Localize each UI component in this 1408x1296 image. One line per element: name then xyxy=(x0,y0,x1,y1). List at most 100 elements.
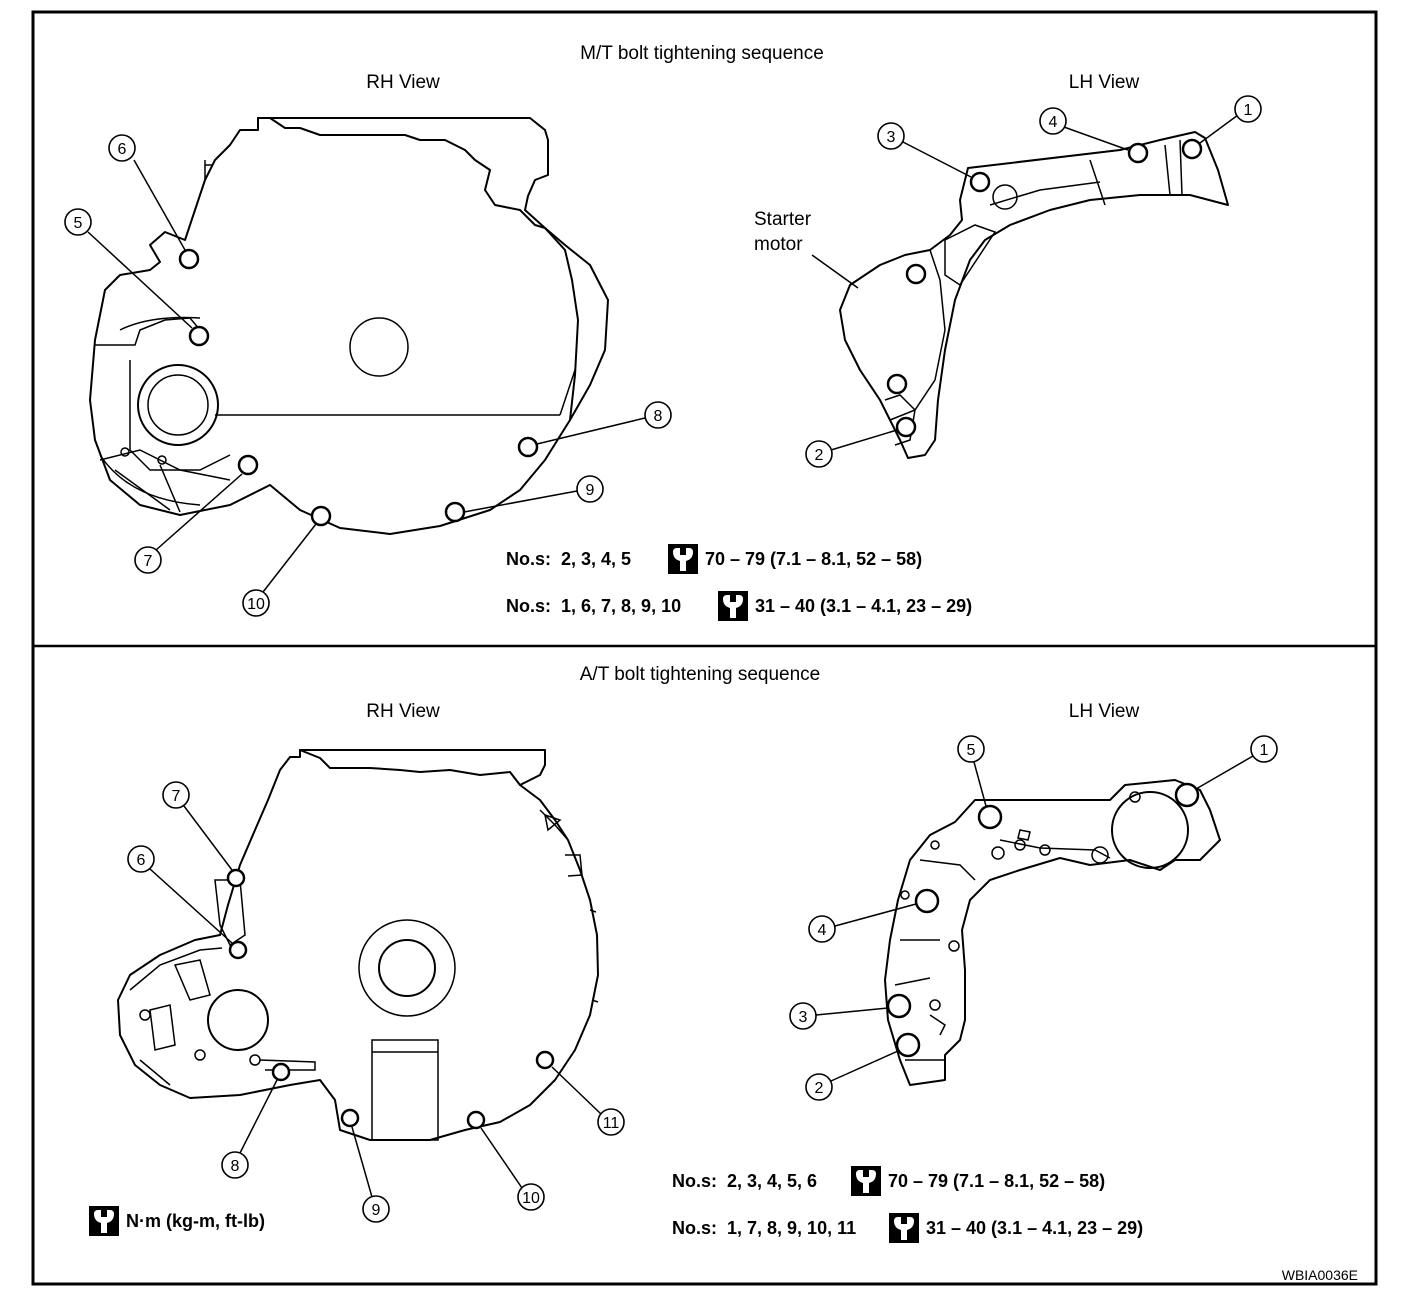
legend-unit: N·m (kg-m, ft-lb) xyxy=(126,1211,265,1231)
torque-wrench-icon xyxy=(668,544,698,574)
at-spec1-torque: 70 – 79 (7.1 – 8.1, 52 – 58) xyxy=(888,1171,1105,1191)
mt-rh-housing xyxy=(89,117,609,535)
mt-rh-callout-9-label: 9 xyxy=(586,482,595,499)
at-rh-bolts xyxy=(226,868,555,1130)
at-rh-callout-6-label: 6 xyxy=(137,852,146,869)
mt-lh-callout-1-label: 1 xyxy=(1244,102,1253,119)
at-rh-callout-7-label: 7 xyxy=(172,788,181,805)
outer-frame xyxy=(31,10,1378,1286)
at-rh-callout-7 xyxy=(162,781,190,809)
mt-rh-callout-10-label: 10 xyxy=(247,596,265,613)
mt-rh-callout-8 xyxy=(644,401,672,429)
at-rh-callout-11-label: 11 xyxy=(603,1115,620,1132)
at-lh-bolts xyxy=(886,782,1200,1058)
at-rh-bolt-6 xyxy=(228,940,248,960)
at-lh-callout-3 xyxy=(789,1002,817,1030)
at-rh-callout-8-label: 8 xyxy=(231,1158,240,1175)
mt-rh-bolt-8 xyxy=(517,436,539,458)
torque-wrench-icon xyxy=(889,1213,919,1243)
at-rh-callout-6 xyxy=(127,845,155,873)
mt-spec2-torque: 31 – 40 (3.1 – 4.1, 23 – 29) xyxy=(755,596,972,616)
mt-rh-callout-8-label: 8 xyxy=(654,408,663,425)
mt-lh-bolt-1 xyxy=(1181,138,1203,160)
at-rh-bolt-8 xyxy=(271,1062,291,1082)
mt-rh-bolt-10 xyxy=(310,505,332,527)
mt-rh-callout-9 xyxy=(576,475,604,503)
mt-title: M/T bolt tightening sequence xyxy=(580,43,824,64)
at-lh-bolt-4 xyxy=(914,888,940,914)
at-lh-callout-5-label: 5 xyxy=(967,742,976,759)
at-rh-view-label: RH View xyxy=(366,701,440,722)
at-rh-callouts: 7 6 8 9 10 11 xyxy=(127,781,625,1223)
mt-lh-view-label: LH View xyxy=(1069,72,1140,93)
mt-lh-bolt-3 xyxy=(969,171,991,193)
at-lh-callout-2 xyxy=(805,1073,833,1101)
mt-rh-callout-7-label: 7 xyxy=(144,553,153,570)
mt-starter-leader xyxy=(811,254,859,289)
at-lh-bolt-2 xyxy=(895,1032,921,1058)
at-rh-housing xyxy=(117,749,599,1141)
mt-lh-callout-3-label: 3 xyxy=(887,129,896,146)
at-lh-bolt-3 xyxy=(886,993,912,1019)
at-lh-callout-4-label: 4 xyxy=(818,922,827,939)
at-lh-callout-1 xyxy=(1250,735,1278,763)
mt-rh-callout-6 xyxy=(108,134,136,162)
at-lh-bolt-5 xyxy=(977,804,1003,830)
mt-lh-housing xyxy=(839,131,1229,459)
at-title: A/T bolt tightening sequence xyxy=(580,664,821,685)
at-rh-bolt-11 xyxy=(535,1050,555,1070)
at-rh-callout-10-label: 10 xyxy=(522,1190,540,1207)
at-lh-bolt-1 xyxy=(1174,782,1200,808)
mt-lh-callout-2 xyxy=(805,440,833,468)
mt-starter-label-line2: motor xyxy=(754,234,803,255)
mt-lh-callout-3 xyxy=(877,122,905,150)
torque-wrench-icon xyxy=(718,591,748,621)
mt-rh-bolts xyxy=(178,248,539,527)
mt-lh-callout-4 xyxy=(1039,107,1067,135)
mt-lh-bolt-4 xyxy=(1127,142,1149,164)
at-rh-callout-10 xyxy=(517,1183,545,1211)
at-lh-callout-4 xyxy=(808,915,836,943)
mt-rh-callout-5 xyxy=(64,208,92,236)
mt-rh-bolt-5 xyxy=(188,325,210,347)
figure-code: WBIA0036E xyxy=(1282,1267,1358,1283)
mt-rh-bolt-7 xyxy=(237,454,259,476)
mt-lh-bolt-extra-1 xyxy=(905,263,927,285)
at-lh-callout-1-label: 1 xyxy=(1260,742,1269,759)
at-lh-view-label: LH View xyxy=(1069,701,1140,722)
at-lh-callouts: 5 1 4 3 2 xyxy=(789,735,1278,1101)
mt-rh-view-label: RH View xyxy=(366,72,440,93)
mt-rh-bolt-6 xyxy=(178,248,200,270)
mt-lh-bolt-extra-2 xyxy=(886,373,908,395)
at-lh-callout-3-label: 3 xyxy=(799,1009,808,1026)
mt-lh-callout-1 xyxy=(1234,95,1262,123)
at-rh-callout-9-label: 9 xyxy=(372,1202,381,1219)
mt-lh-bolt-2 xyxy=(895,416,917,438)
at-spec2-numbers: No.s: 1, 7, 8, 9, 10, 11 xyxy=(672,1218,856,1238)
mt-rh-callout-5-label: 5 xyxy=(74,215,83,232)
mt-spec1-torque: 70 – 79 (7.1 – 8.1, 52 – 58) xyxy=(705,549,922,569)
at-spec2-torque: 31 – 40 (3.1 – 4.1, 23 – 29) xyxy=(926,1218,1143,1238)
mt-rh-bolt-9 xyxy=(444,501,466,523)
mt-lh-bolts xyxy=(886,138,1203,438)
at-rh-bolt-7 xyxy=(226,868,246,888)
at-rh-callout-11 xyxy=(597,1108,625,1136)
at-rh-bolt-10 xyxy=(466,1110,486,1130)
mt-rh-callouts: 6 5 7 8 9 10 xyxy=(64,134,672,617)
at-lh-housing xyxy=(884,779,1221,1086)
mt-lh-callouts: 1 4 3 2 xyxy=(805,95,1262,468)
mt-rh-callout-10 xyxy=(242,589,270,617)
at-lh-callout-2-label: 2 xyxy=(815,1080,824,1097)
mt-spec1-numbers: No.s: 2, 3, 4, 5 xyxy=(506,549,631,569)
torque-wrench-icon xyxy=(851,1166,881,1196)
mt-lh-callout-4-label: 4 xyxy=(1049,114,1058,131)
mt-starter-label-line1: Starter xyxy=(754,209,812,230)
torque-wrench-icon xyxy=(89,1206,119,1236)
at-rh-callout-9 xyxy=(362,1195,390,1223)
mt-lh-callout-2-label: 2 xyxy=(815,447,824,464)
at-rh-bolt-9 xyxy=(340,1108,360,1128)
mt-rh-callout-7 xyxy=(134,546,162,574)
at-rh-callout-8 xyxy=(221,1151,249,1179)
at-spec1-numbers: No.s: 2, 3, 4, 5, 6 xyxy=(672,1171,817,1191)
